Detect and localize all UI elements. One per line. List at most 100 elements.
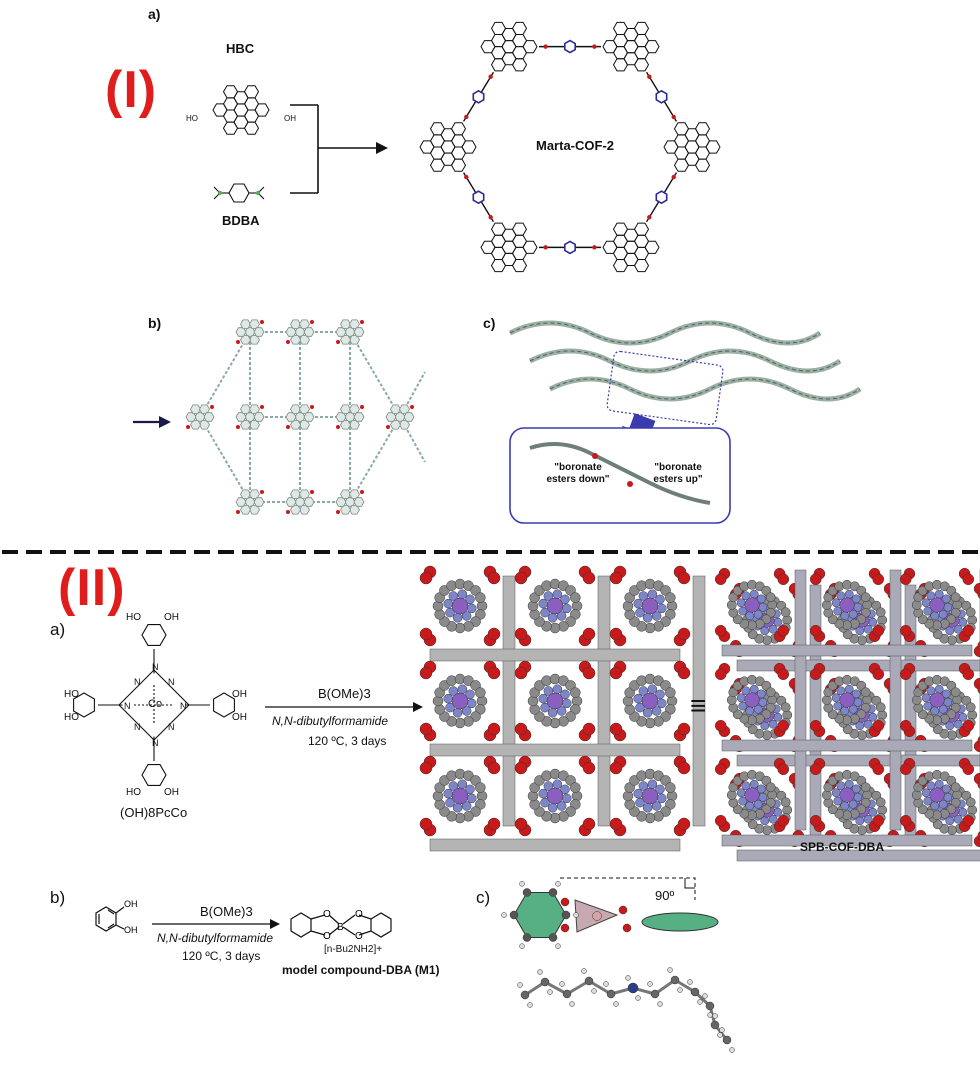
nitrogen-atom <box>443 598 453 609</box>
nitrogen-atom <box>745 801 755 811</box>
marta-cof-2-label: Marta-COF-2 <box>536 138 615 153</box>
panel-label-Ia: a) <box>148 6 161 22</box>
carbon-atom <box>540 977 550 987</box>
oxygen-atom <box>714 573 727 586</box>
oxygen-atom <box>487 627 501 641</box>
oxygen-atom <box>582 627 596 641</box>
hydrogen-atom <box>537 969 543 975</box>
nitrogen-atom <box>638 591 649 601</box>
boronate-up-label: "boronate esters up" <box>638 462 718 486</box>
zoom-layer <box>529 442 711 505</box>
hydroxyl-label: OH <box>164 612 179 623</box>
nitrogen-atom <box>445 607 455 618</box>
nitrogen-atom <box>853 792 863 802</box>
hydrogen-atom <box>729 1047 735 1053</box>
right-angle-mark <box>684 878 695 889</box>
nitrogen-atom <box>741 781 751 791</box>
boronate-down-line2: esters down" <box>546 474 610 485</box>
lattice-node <box>285 319 315 345</box>
nitrogen-atom <box>461 801 472 811</box>
linker-column <box>502 575 516 827</box>
nitrogen-atom <box>851 784 861 794</box>
hydrogen-atom <box>603 981 609 987</box>
butyl-bond <box>588 979 612 996</box>
oxygen-atom <box>677 627 691 641</box>
hbc-node-bg <box>479 16 539 77</box>
nitrogen-atom <box>538 693 548 704</box>
nitrogen-atom <box>651 611 662 621</box>
cobalt-atom <box>839 597 855 613</box>
linker-column <box>904 584 917 846</box>
carbon-atom <box>548 933 558 942</box>
svg-text:O: O <box>323 931 331 942</box>
hbc-node-bg <box>479 217 539 278</box>
nitrogen-atom <box>833 796 843 806</box>
bdba-structure <box>213 183 265 203</box>
nitrogen-atom <box>831 598 841 608</box>
nitrogen-atom <box>831 788 841 798</box>
svg-text:O: O <box>355 931 363 942</box>
hbc-node-bg <box>601 217 661 278</box>
hydrogen-atom <box>719 1027 725 1033</box>
carbon-atom <box>875 702 886 713</box>
linker-row <box>736 849 980 862</box>
nitrogen-atom <box>642 613 653 623</box>
cobalt-atom <box>641 787 659 805</box>
spb-cof-3d-view <box>714 567 980 862</box>
nitrogen-atom <box>556 706 567 716</box>
nitrogen-atom <box>753 609 763 619</box>
nitrogen-atom <box>930 706 940 716</box>
oxygen-atom <box>560 923 570 933</box>
nitrogen-atom <box>635 607 645 618</box>
carbon-atom <box>584 976 594 986</box>
oxygen-atom <box>899 719 912 732</box>
carbon-atom <box>606 989 616 999</box>
pc-node <box>809 662 885 738</box>
hydroxyl-label: HO <box>64 689 79 700</box>
carbon-atom <box>475 592 486 603</box>
nitrogen-atom <box>642 803 653 813</box>
hbc-oh-left: HO <box>186 114 198 123</box>
linker-row <box>736 754 980 767</box>
hydrogen-atom <box>517 982 523 988</box>
carbon-atom <box>665 687 676 698</box>
oxygen-atom <box>488 215 493 220</box>
panel-label-IIa: a) <box>50 620 66 639</box>
lattice-node <box>285 489 315 515</box>
nitrogen-label: N <box>152 738 159 748</box>
oxygen-atom <box>487 817 501 831</box>
hbc-rings <box>212 85 270 135</box>
nitrogen-atom <box>930 801 940 811</box>
cobalt-atom <box>744 787 760 803</box>
nitrogen-atom <box>560 594 570 605</box>
carbon-atom <box>860 592 871 603</box>
bdba-linker-ring <box>472 190 485 205</box>
nitrogen-atom <box>926 781 936 791</box>
nitrogen-atom <box>749 684 759 694</box>
carbon-atom <box>965 702 976 713</box>
hydrogen-atom <box>527 1002 533 1008</box>
lattice-node <box>335 489 365 515</box>
oxygen-atom <box>962 814 975 827</box>
linker-column <box>889 569 902 831</box>
hydrogen-atom <box>647 981 653 987</box>
oxygen-atom <box>419 817 433 831</box>
nitrogen-atom <box>938 609 948 619</box>
svg-text:O: O <box>355 909 363 920</box>
carbon-atom <box>665 592 676 603</box>
cobalt-atom <box>929 787 945 803</box>
linker-row <box>429 838 681 852</box>
nitrogen-atom <box>457 684 468 694</box>
oxygen-atom <box>962 668 975 681</box>
hbc-node <box>663 122 721 172</box>
nitrogen-atom <box>926 591 936 601</box>
nitrogen-atom <box>833 701 843 711</box>
nitrogen-atom <box>736 693 746 703</box>
hydrogen-atom <box>717 1032 723 1038</box>
nitrogen-atom <box>853 697 863 707</box>
nitrogen-atom <box>562 793 572 804</box>
section-marker-II: (II) <box>58 559 126 617</box>
nitrogen-atom <box>560 689 570 700</box>
oxygen-atom <box>714 668 727 681</box>
svg-text:OH: OH <box>124 925 138 935</box>
